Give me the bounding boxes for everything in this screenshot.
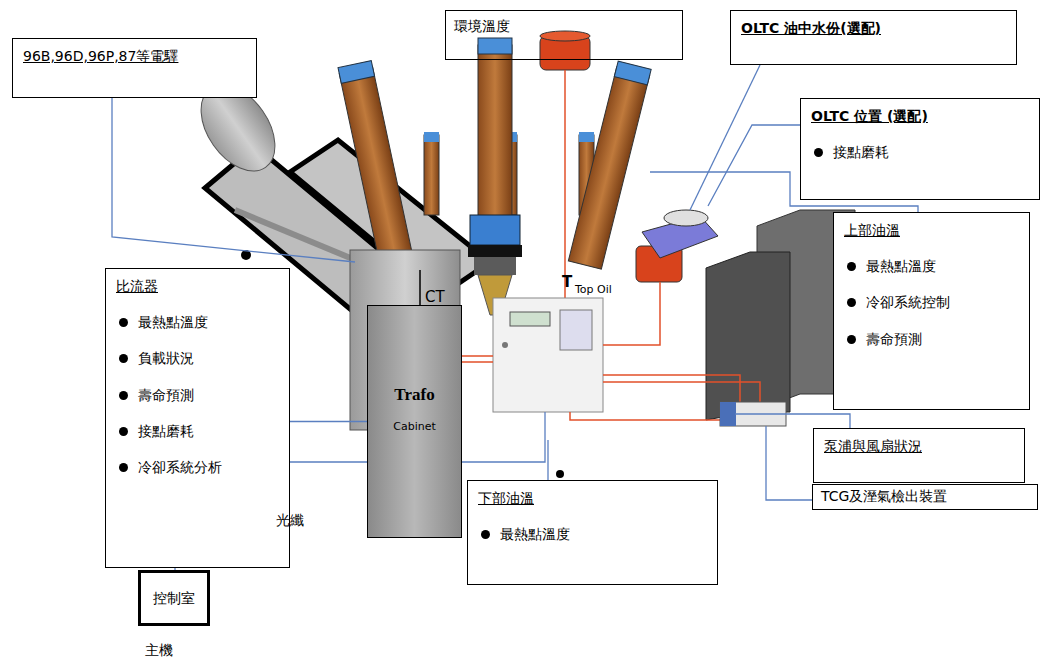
host-label: 主機 xyxy=(145,642,173,660)
node-heading: OLTC 位置 (選配) xyxy=(811,107,1029,125)
monitor-device xyxy=(493,298,603,412)
top-oil-label: Top Oil xyxy=(575,283,612,296)
bushing xyxy=(568,61,651,269)
node-heading: TCG及溼氣檢出裝置 xyxy=(821,487,1029,505)
node-heading: 環境溫度 xyxy=(454,17,674,35)
relay-box: 96B,96D,96P,87等電驛 xyxy=(12,38,257,98)
node-item: 壽命預測 xyxy=(844,330,1019,348)
trafo-cabinet: TrafoCabinet xyxy=(367,305,462,538)
ct-box: 比流器最熱點溫度負載狀況壽命預測接點磨耗冷卻系統分析 xyxy=(105,268,290,568)
node-item: 最熱點溫度 xyxy=(478,525,707,543)
node-item: 最熱點溫度 xyxy=(844,257,1019,275)
node-item: 冷卻系統控制 xyxy=(844,293,1019,311)
fiber-label: 光纖 xyxy=(276,512,304,530)
top-oil-t: T xyxy=(562,273,572,291)
small-bushing xyxy=(424,135,439,215)
node-heading: 泵浦與風扇狀況 xyxy=(824,437,1014,455)
node-item: 接點磨耗 xyxy=(811,143,1029,161)
radiator xyxy=(706,252,790,420)
bushing xyxy=(338,61,414,270)
node-item: Cabinet xyxy=(368,420,461,434)
control-room-box: 控制室 xyxy=(138,570,210,626)
bushing-cap xyxy=(579,132,594,142)
node-heading: OLTC 油中水份(選配) xyxy=(741,19,1006,37)
node-heading: 96B,96D,96P,87等電驛 xyxy=(23,47,246,65)
node-item: 壽命預測 xyxy=(116,386,279,404)
tcg-box: TCG及溼氣檢出裝置 xyxy=(812,484,1038,510)
oltc-position-box: OLTC 位置 (選配) 接點磨耗 xyxy=(800,98,1040,200)
node-item: 接點磨耗 xyxy=(116,422,279,440)
bushing-cap xyxy=(424,132,439,142)
node-heading: 上部油溫 xyxy=(844,221,1019,239)
bottom-oil-box: 下部油溫最熱點溫度 xyxy=(467,480,718,585)
node-heading: 下部油溫 xyxy=(478,489,707,507)
connector xyxy=(290,421,367,422)
top-oil-box: 上部油溫最熱點溫度冷卻系統控制壽命預測 xyxy=(833,212,1030,410)
oltc-moisture-box: OLTC 油中水份(選配) xyxy=(730,10,1017,65)
node-heading: 控制室 xyxy=(147,589,201,607)
sensor-box: 環境溫度 xyxy=(445,10,683,60)
relay-arm xyxy=(235,210,360,262)
node-heading: 比流器 xyxy=(116,277,279,295)
pump-fan-box: 泵浦與風扇狀況 xyxy=(813,428,1025,483)
bushing xyxy=(468,38,522,315)
node-heading: Trafo xyxy=(368,384,461,406)
node-item: 冷卻系統分析 xyxy=(116,458,279,476)
node-item: 最熱點溫度 xyxy=(116,313,279,331)
node-item: 負載狀況 xyxy=(116,349,279,367)
ct-label: CT xyxy=(425,288,445,306)
